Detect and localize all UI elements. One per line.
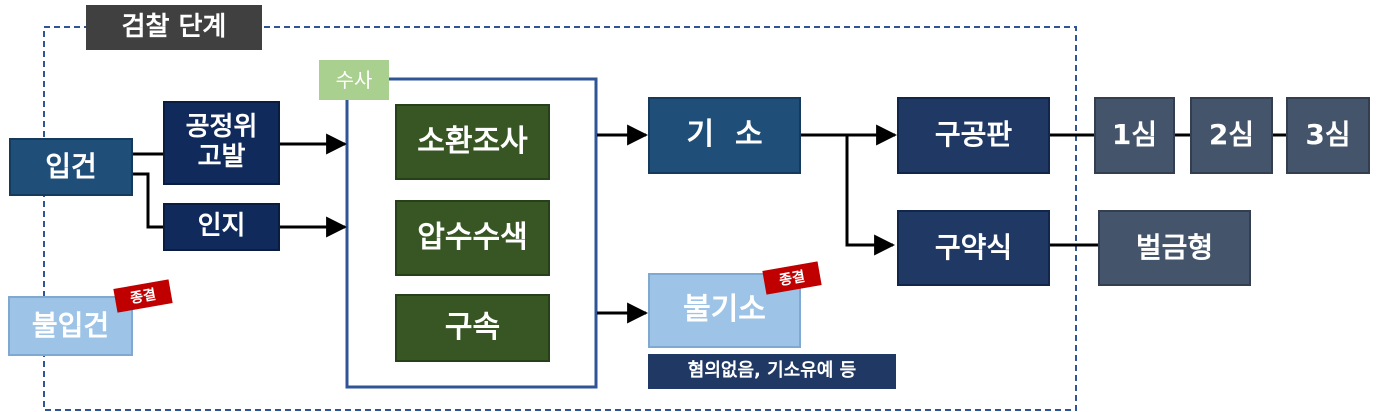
fine-node: 벌금형 bbox=[1098, 210, 1251, 286]
stage-title: 검찰 단계 bbox=[86, 5, 262, 50]
recognition-node: 인지 bbox=[163, 203, 280, 251]
trial-request-node: 구공판 bbox=[897, 97, 1050, 174]
third-instance-node: 3심 bbox=[1286, 97, 1370, 174]
complaint-node: 공정위 고발 bbox=[163, 101, 280, 185]
connector-ipgeon-recognition bbox=[133, 172, 165, 229]
complaint-line1: 공정위 bbox=[185, 112, 258, 143]
search-seizure-node: 압수수색 bbox=[395, 200, 550, 276]
ipgeon-node: 입건 bbox=[9, 138, 133, 196]
indictment-node: 기 소 bbox=[648, 97, 801, 174]
arrest-node: 구속 bbox=[395, 294, 550, 362]
first-instance-node: 1심 bbox=[1094, 97, 1175, 174]
summons-node: 소환조사 bbox=[395, 104, 550, 180]
second-instance-node: 2심 bbox=[1190, 97, 1273, 174]
summary-order-node: 구약식 bbox=[897, 210, 1050, 286]
non-ipgeon-node: 불입건 bbox=[8, 296, 133, 356]
arrow-indictment-summary bbox=[845, 135, 896, 256]
prosecution-stage-frame bbox=[43, 26, 1077, 411]
investigation-label: 수사 bbox=[319, 60, 389, 100]
non-indictment-note: 혐의없음, 기소유예 등 bbox=[648, 354, 896, 389]
complaint-line2: 고발 bbox=[197, 142, 246, 172]
